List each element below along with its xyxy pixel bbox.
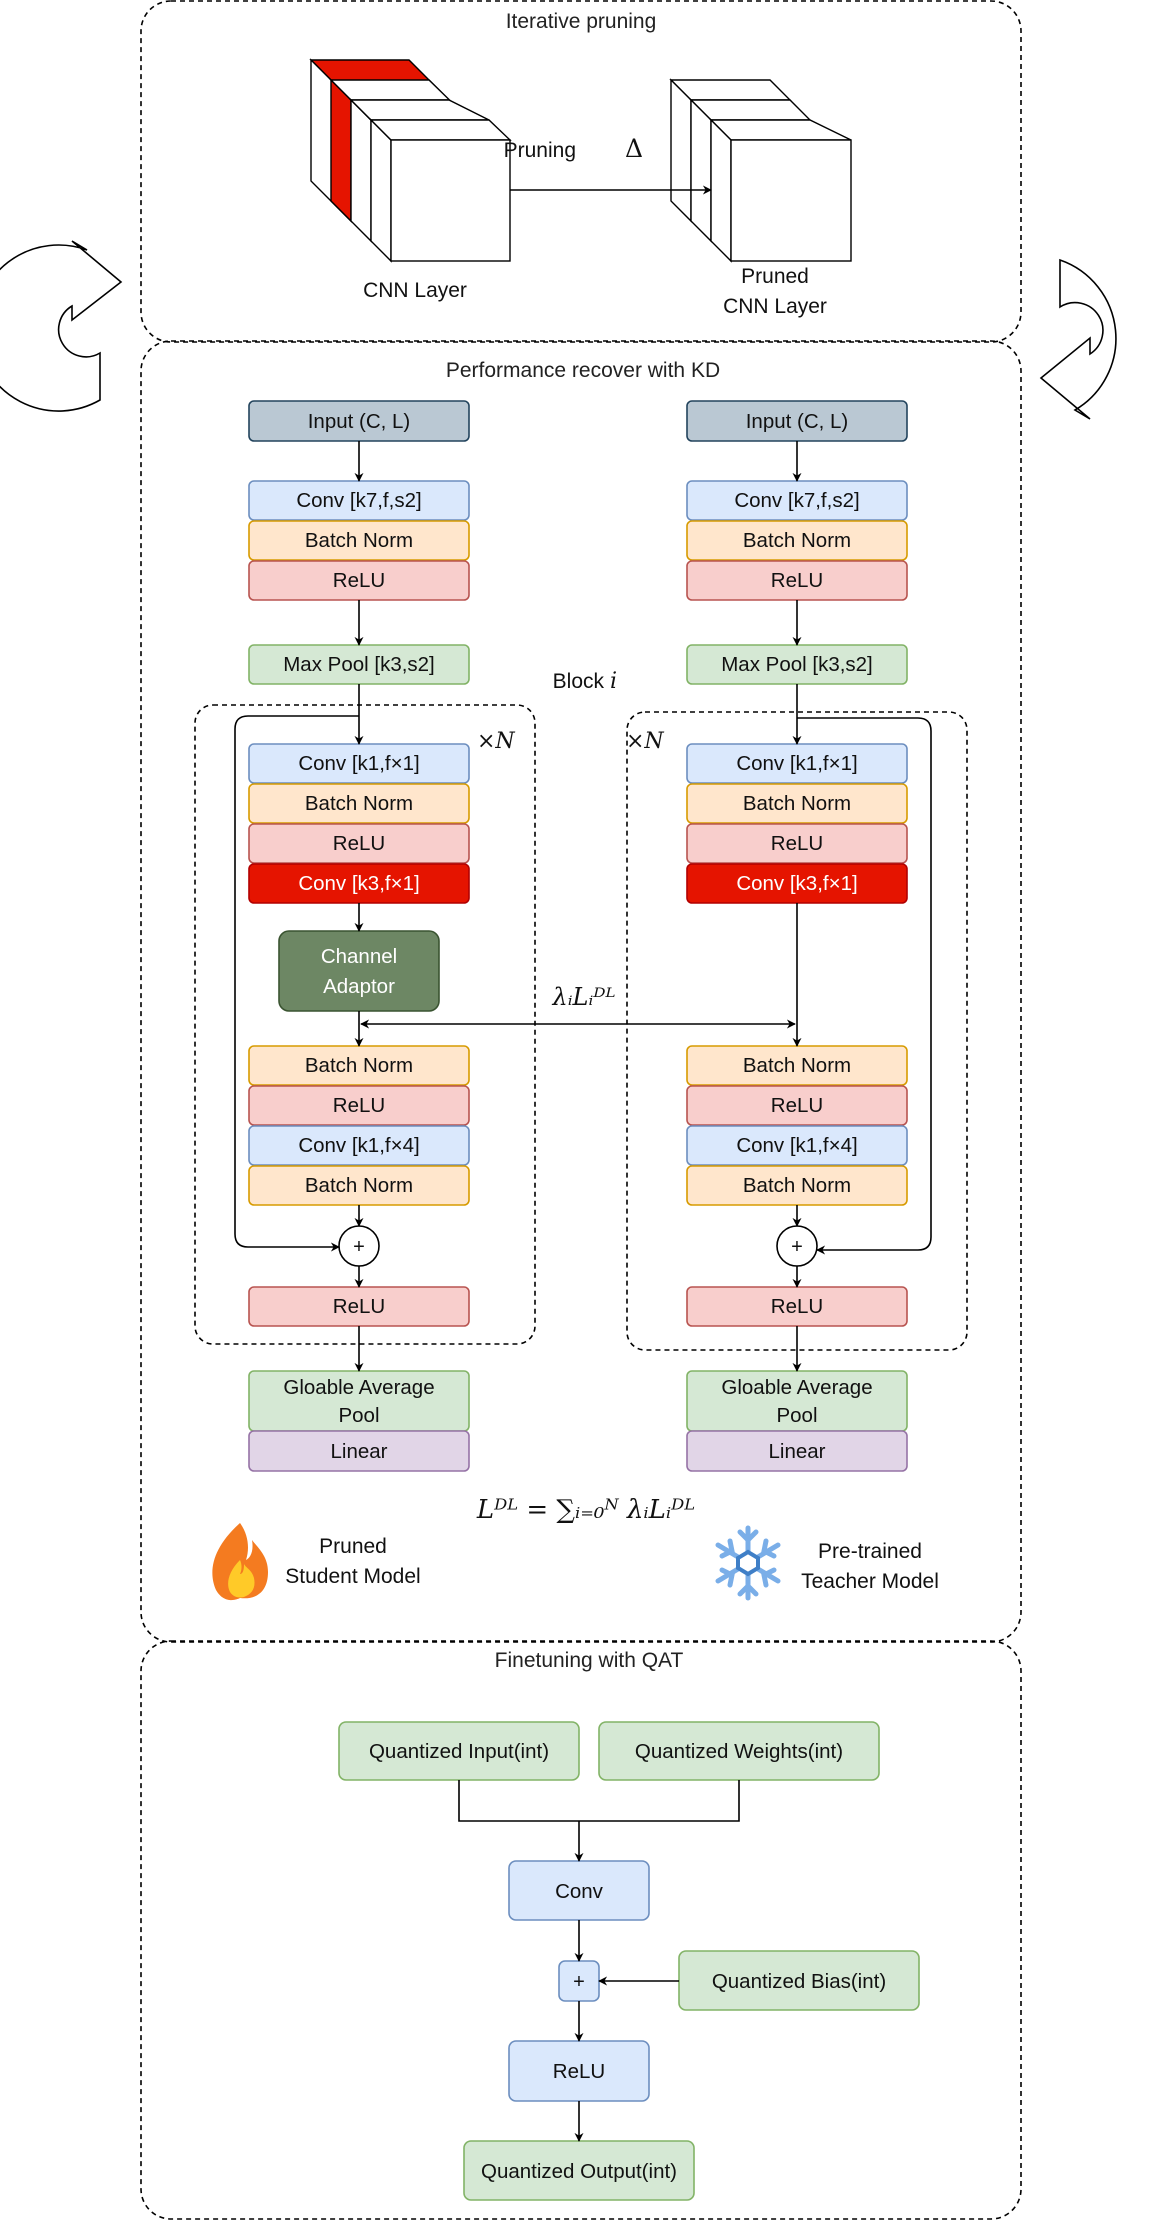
student-repeat-label: ×N [477,729,515,754]
teacher-input-label: Input (C, L) [746,410,849,433]
student-conv7-label: Conv [k7,f,s2] [296,489,421,512]
student-bn4-label: Batch Norm [305,1174,413,1197]
qat-section-title: Finetuning with QAT [495,1649,684,1672]
student-relu1-label: ReLU [333,569,385,592]
pruning-section-title: Iterative pruning [506,10,657,33]
student-maxpool-label: Max Pool [k3,s2] [283,653,435,676]
qat-connectors [458,1780,740,2142]
student-relu2-box [248,823,470,864]
student-channel-adaptor-label-1: Channel [321,945,397,968]
teacher-bn2-label: Batch Norm [743,792,851,815]
student-relu3-box [248,1085,470,1126]
student-conv1x4-box [248,1125,470,1166]
pruning-section [140,0,1022,343]
qat-conv-label: Conv [555,1880,604,1903]
student-add-symbol: + [353,1236,365,1258]
teacher-conv3-label: Conv [k3,f×1] [736,872,857,895]
cnn-layer-label: CNN Layer [363,279,467,302]
pruning-delta-symbol: Δ [625,134,643,163]
teacher-connectors [792,441,932,1372]
student-channel-adaptor-box [278,930,440,1012]
q-bias-label: Quantized Bias(int) [712,1970,886,1993]
student-bn1-label: Batch Norm [305,529,413,552]
student-gap-label-1: Gloable Average [283,1376,434,1399]
kd-total-loss: Lᴰᴸ = ∑ᵢ₌₀ᴺ λᵢLᵢᴰᴸ [476,1495,695,1525]
student-bn1-box [248,520,470,561]
qat-relu-label: ReLU [553,2060,605,2083]
teacher-linear-label: Linear [769,1440,826,1463]
cycle-arrow-left-icon [0,240,123,412]
teacher-relu3-box [686,1085,908,1126]
teacher-gap-label-1: Gloable Average [721,1376,872,1399]
qat-section [140,1640,1022,2220]
teacher-maxpool-label: Max Pool [k3,s2] [721,653,873,676]
teacher-linear-box [686,1430,908,1472]
pruned-cnn-layer-label-1: Pruned [741,265,809,288]
teacher-bn3-label: Batch Norm [743,1054,851,1077]
student-conv1x4-label: Conv [k1,f×4] [298,1134,419,1157]
student-relu3-label: ReLU [333,1094,385,1117]
q-output-label: Quantized Output(int) [481,2160,677,2183]
teacher-bn1-label: Batch Norm [743,529,851,552]
student-relu2-label: ReLU [333,832,385,855]
student-gap-label-2: Pool [338,1404,379,1427]
teacher-relu2-label: ReLU [771,832,823,855]
teacher-gap-label-2: Pool [776,1404,817,1427]
teacher-relu2-box [686,823,908,864]
student-bn2-box [248,783,470,824]
block-label: Block [553,670,605,693]
teacher-conv1x4-box [686,1125,908,1166]
flame-icon [212,1523,268,1601]
pruned-cnn-layer-label-2: CNN Layer [723,295,827,318]
teacher-relu1-label: ReLU [771,569,823,592]
teacher-conv7-label: Conv [k7,f,s2] [734,489,859,512]
pruning-label: Pruning [504,139,576,162]
teacher-repeat-label: ×N [626,729,664,754]
teacher-bn2-box [686,783,908,824]
teacher-caption-2: Teacher Model [801,1570,939,1593]
teacher-block-frame [626,711,968,1351]
student-connectors [234,441,364,1372]
snowflake-icon [715,1525,781,1601]
student-linear-label: Linear [331,1440,388,1463]
teacher-conv1x4-label: Conv [k1,f×4] [736,1134,857,1157]
student-conv3-label: Conv [k3,f×1] [298,872,419,895]
q-weights-label: Quantized Weights(int) [635,1740,843,1763]
pruned-cnn-layer-cube [669,78,852,263]
student-input-label: Input (C, L) [308,410,411,433]
qat-flow: Quantized Input(int) Quantized Weights(i… [338,1721,920,2201]
teacher-add-symbol: + [791,1236,803,1258]
student-relu4-label: ReLU [333,1295,385,1318]
kd-section-title: Performance recover with KD [446,359,720,382]
q-input-label: Quantized Input(int) [369,1740,549,1763]
kd-section [140,340,1022,1643]
cycle-arrow-right-icon [1039,258,1117,420]
teacher-bn1-box [686,520,908,561]
student-bn3-label: Batch Norm [305,1054,413,1077]
teacher-conv1-label: Conv [k1,f×1] [736,752,857,775]
kd-loss-term: λᵢLᵢᴰᴸ [552,983,616,1011]
teacher-bn4-label: Batch Norm [743,1174,851,1197]
teacher-relu3-label: ReLU [771,1094,823,1117]
teacher-caption-1: Pre-trained [818,1540,922,1563]
cnn-layer-cube [309,58,512,263]
student-channel-adaptor-label-2: Adaptor [323,975,395,998]
student-bn2-label: Batch Norm [305,792,413,815]
block-index: i [610,669,617,694]
student-linear-box [248,1430,470,1472]
student-model: Input (C, L) Conv [k7,f,s2] Batch Norm R… [248,400,470,1472]
student-caption-2: Student Model [285,1565,420,1588]
qat-add-symbol: + [573,1971,585,1993]
teacher-relu4-label: ReLU [771,1295,823,1318]
teacher-model: Input (C, L) Conv [k7,f,s2] Batch Norm R… [686,400,908,1472]
student-conv1-label: Conv [k1,f×1] [298,752,419,775]
student-caption-1: Pruned [319,1535,387,1558]
